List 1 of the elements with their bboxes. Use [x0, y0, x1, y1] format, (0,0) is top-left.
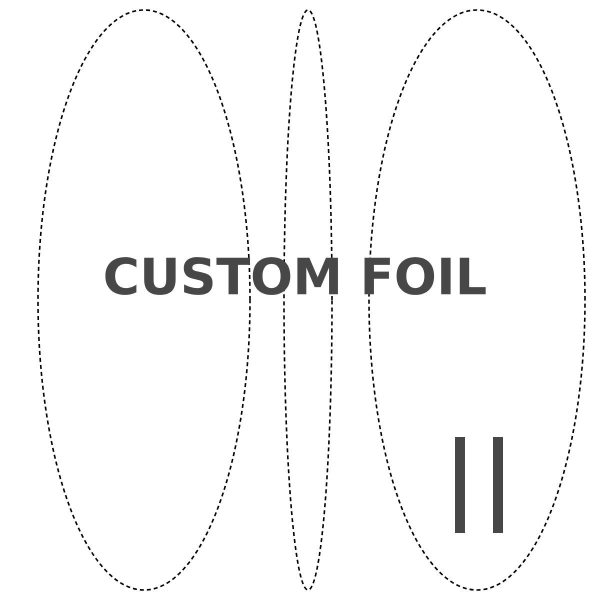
title-text: CUSTOM FOIL [105, 257, 486, 295]
